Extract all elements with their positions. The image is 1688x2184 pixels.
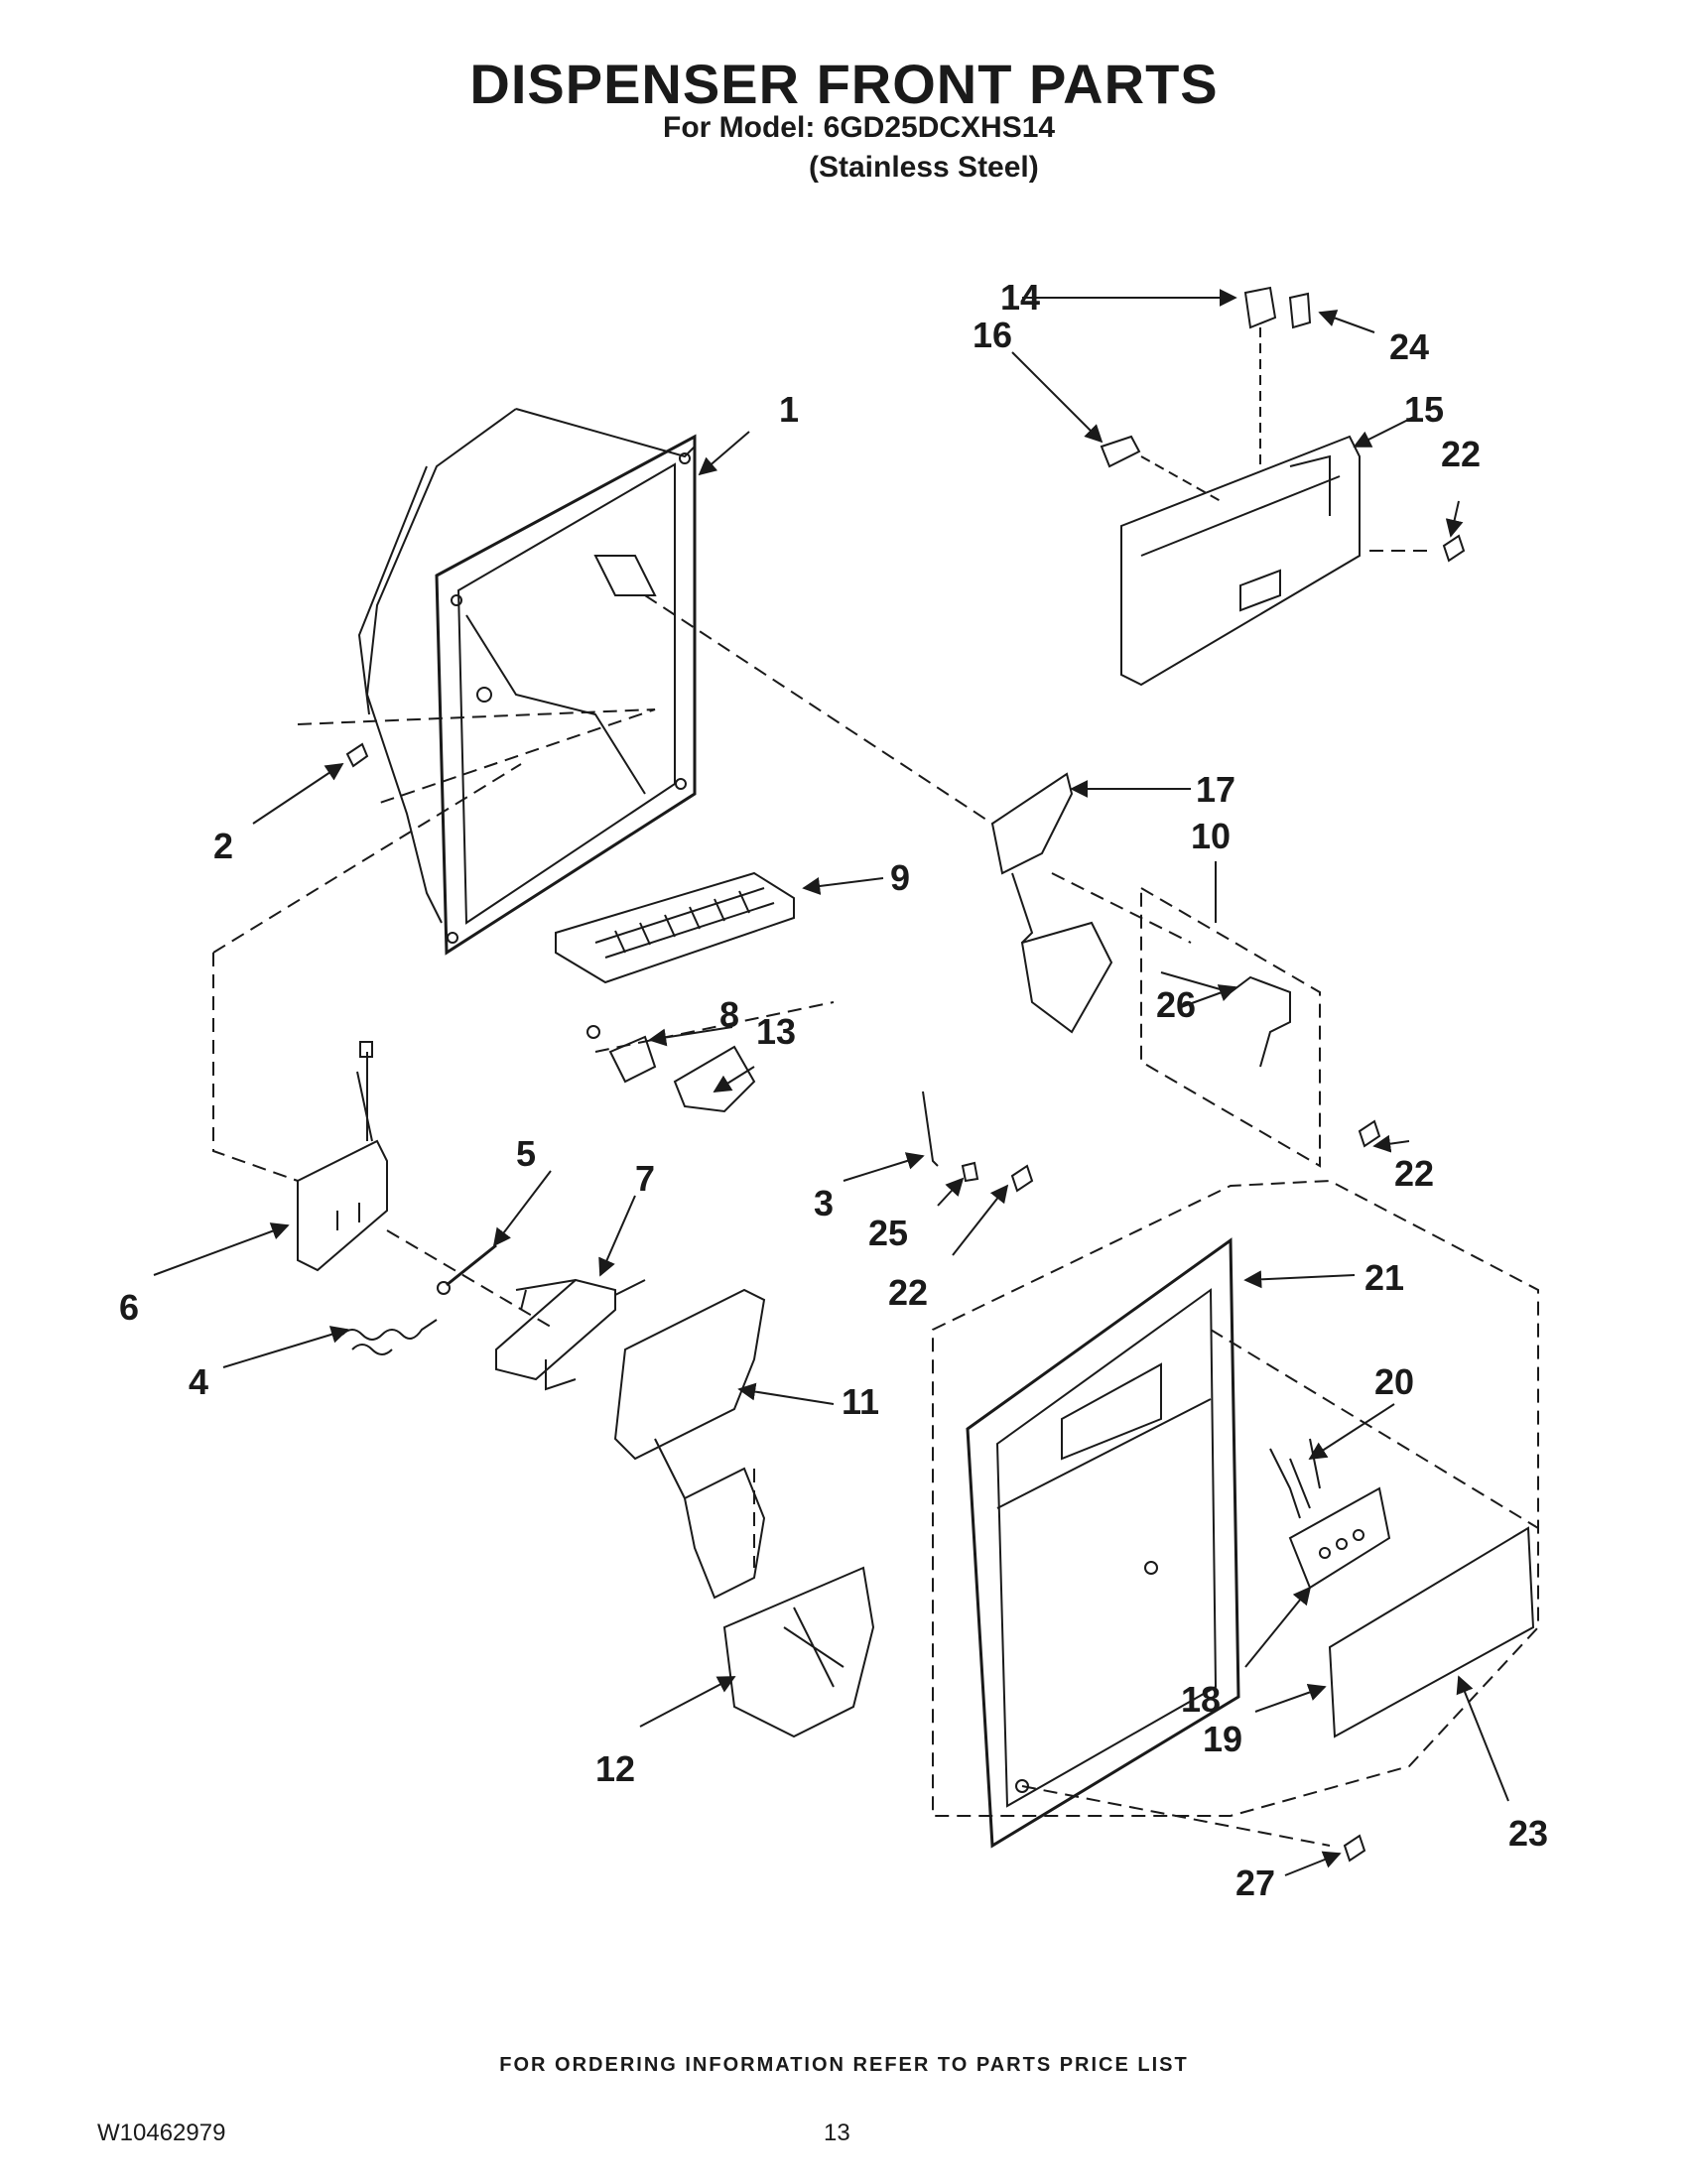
part-16-bulb-drawing: [1100, 435, 1141, 468]
part-7-solenoid-drawing: [495, 1278, 646, 1391]
callout-12: 12: [595, 1748, 635, 1789]
callout-11: 11: [842, 1381, 879, 1422]
part-6-motor-drawing: [297, 1041, 388, 1272]
part-9-shelf-drawing: [555, 871, 795, 984]
callout-22-lower: 22: [888, 1272, 928, 1313]
callout-20: 20: [1374, 1361, 1414, 1402]
callout-2: 2: [213, 826, 233, 866]
document-number: W10462979: [97, 2120, 226, 2146]
part-4-spring-drawing: [341, 1319, 438, 1341]
part-14-switch-drawing: [1243, 286, 1277, 329]
callout-4: 4: [189, 1361, 208, 1402]
callout-18: 18: [1181, 1679, 1221, 1720]
part-15-housing-drawing: [1120, 435, 1361, 687]
callout-1: 1: [779, 389, 799, 430]
callout-21: 21: [1364, 1257, 1404, 1298]
leader-arrows: [153, 289, 1509, 1876]
page-number: 13: [824, 2120, 850, 2146]
part-11-lever-drawing: [613, 1288, 766, 1600]
callout-6: 6: [119, 1287, 139, 1328]
callout-10: 10: [1191, 816, 1231, 856]
part-25-drawing: [961, 1161, 979, 1183]
callout-13: 13: [756, 1011, 796, 1052]
alignment-lines: [212, 550, 1539, 1847]
callout-22-upper: 22: [1441, 434, 1481, 474]
callout-7: 7: [635, 1158, 655, 1199]
callout-labels: 1 2 3 4 5 6 7 8 9 10 11 12 13 14 15 16 1…: [119, 277, 1548, 1903]
part-19-overlay-drawing: [1328, 1526, 1535, 1738]
finish-line: (Stainless Steel): [809, 151, 1039, 184]
part-20-harness-drawing: [1269, 1438, 1321, 1519]
part-18-board-drawing: [1288, 1486, 1391, 1590]
callout-5: 5: [516, 1133, 536, 1174]
part-13-cover-drawing: [673, 1045, 756, 1113]
callout-24: 24: [1389, 326, 1429, 367]
ordering-note: FOR ORDERING INFORMATION REFER TO PARTS …: [499, 2054, 1189, 2076]
callout-22-middle: 22: [1394, 1153, 1434, 1194]
callout-27: 27: [1235, 1863, 1275, 1903]
callout-17: 17: [1196, 769, 1235, 810]
callout-23: 23: [1508, 1813, 1548, 1854]
callout-9: 9: [890, 857, 910, 898]
part-1-housing-drawing: [357, 408, 697, 956]
part-8-light-drawing: [586, 1025, 657, 1084]
page-title: DISPENSER FRONT PARTS: [469, 53, 1219, 115]
part-24-insulator-drawing: [1288, 292, 1312, 329]
callout-25: 25: [868, 1213, 908, 1253]
callout-16: 16: [973, 315, 1012, 355]
callout-3: 3: [814, 1183, 834, 1223]
part-3-drawing: [922, 1091, 939, 1167]
part-21-frame-drawing: [966, 1237, 1240, 1849]
callout-8: 8: [719, 994, 739, 1035]
callout-26: 26: [1156, 984, 1196, 1025]
callout-14: 14: [1000, 277, 1040, 318]
model-line: For Model: 6GD25DCXHS14: [663, 111, 1056, 144]
part-17-paddle-drawing: [990, 772, 1113, 1034]
screw-parts-drawing: [345, 534, 1466, 1863]
callout-19: 19: [1203, 1719, 1242, 1759]
part-12-tray-drawing: [722, 1566, 875, 1738]
callout-15: 15: [1404, 389, 1444, 430]
